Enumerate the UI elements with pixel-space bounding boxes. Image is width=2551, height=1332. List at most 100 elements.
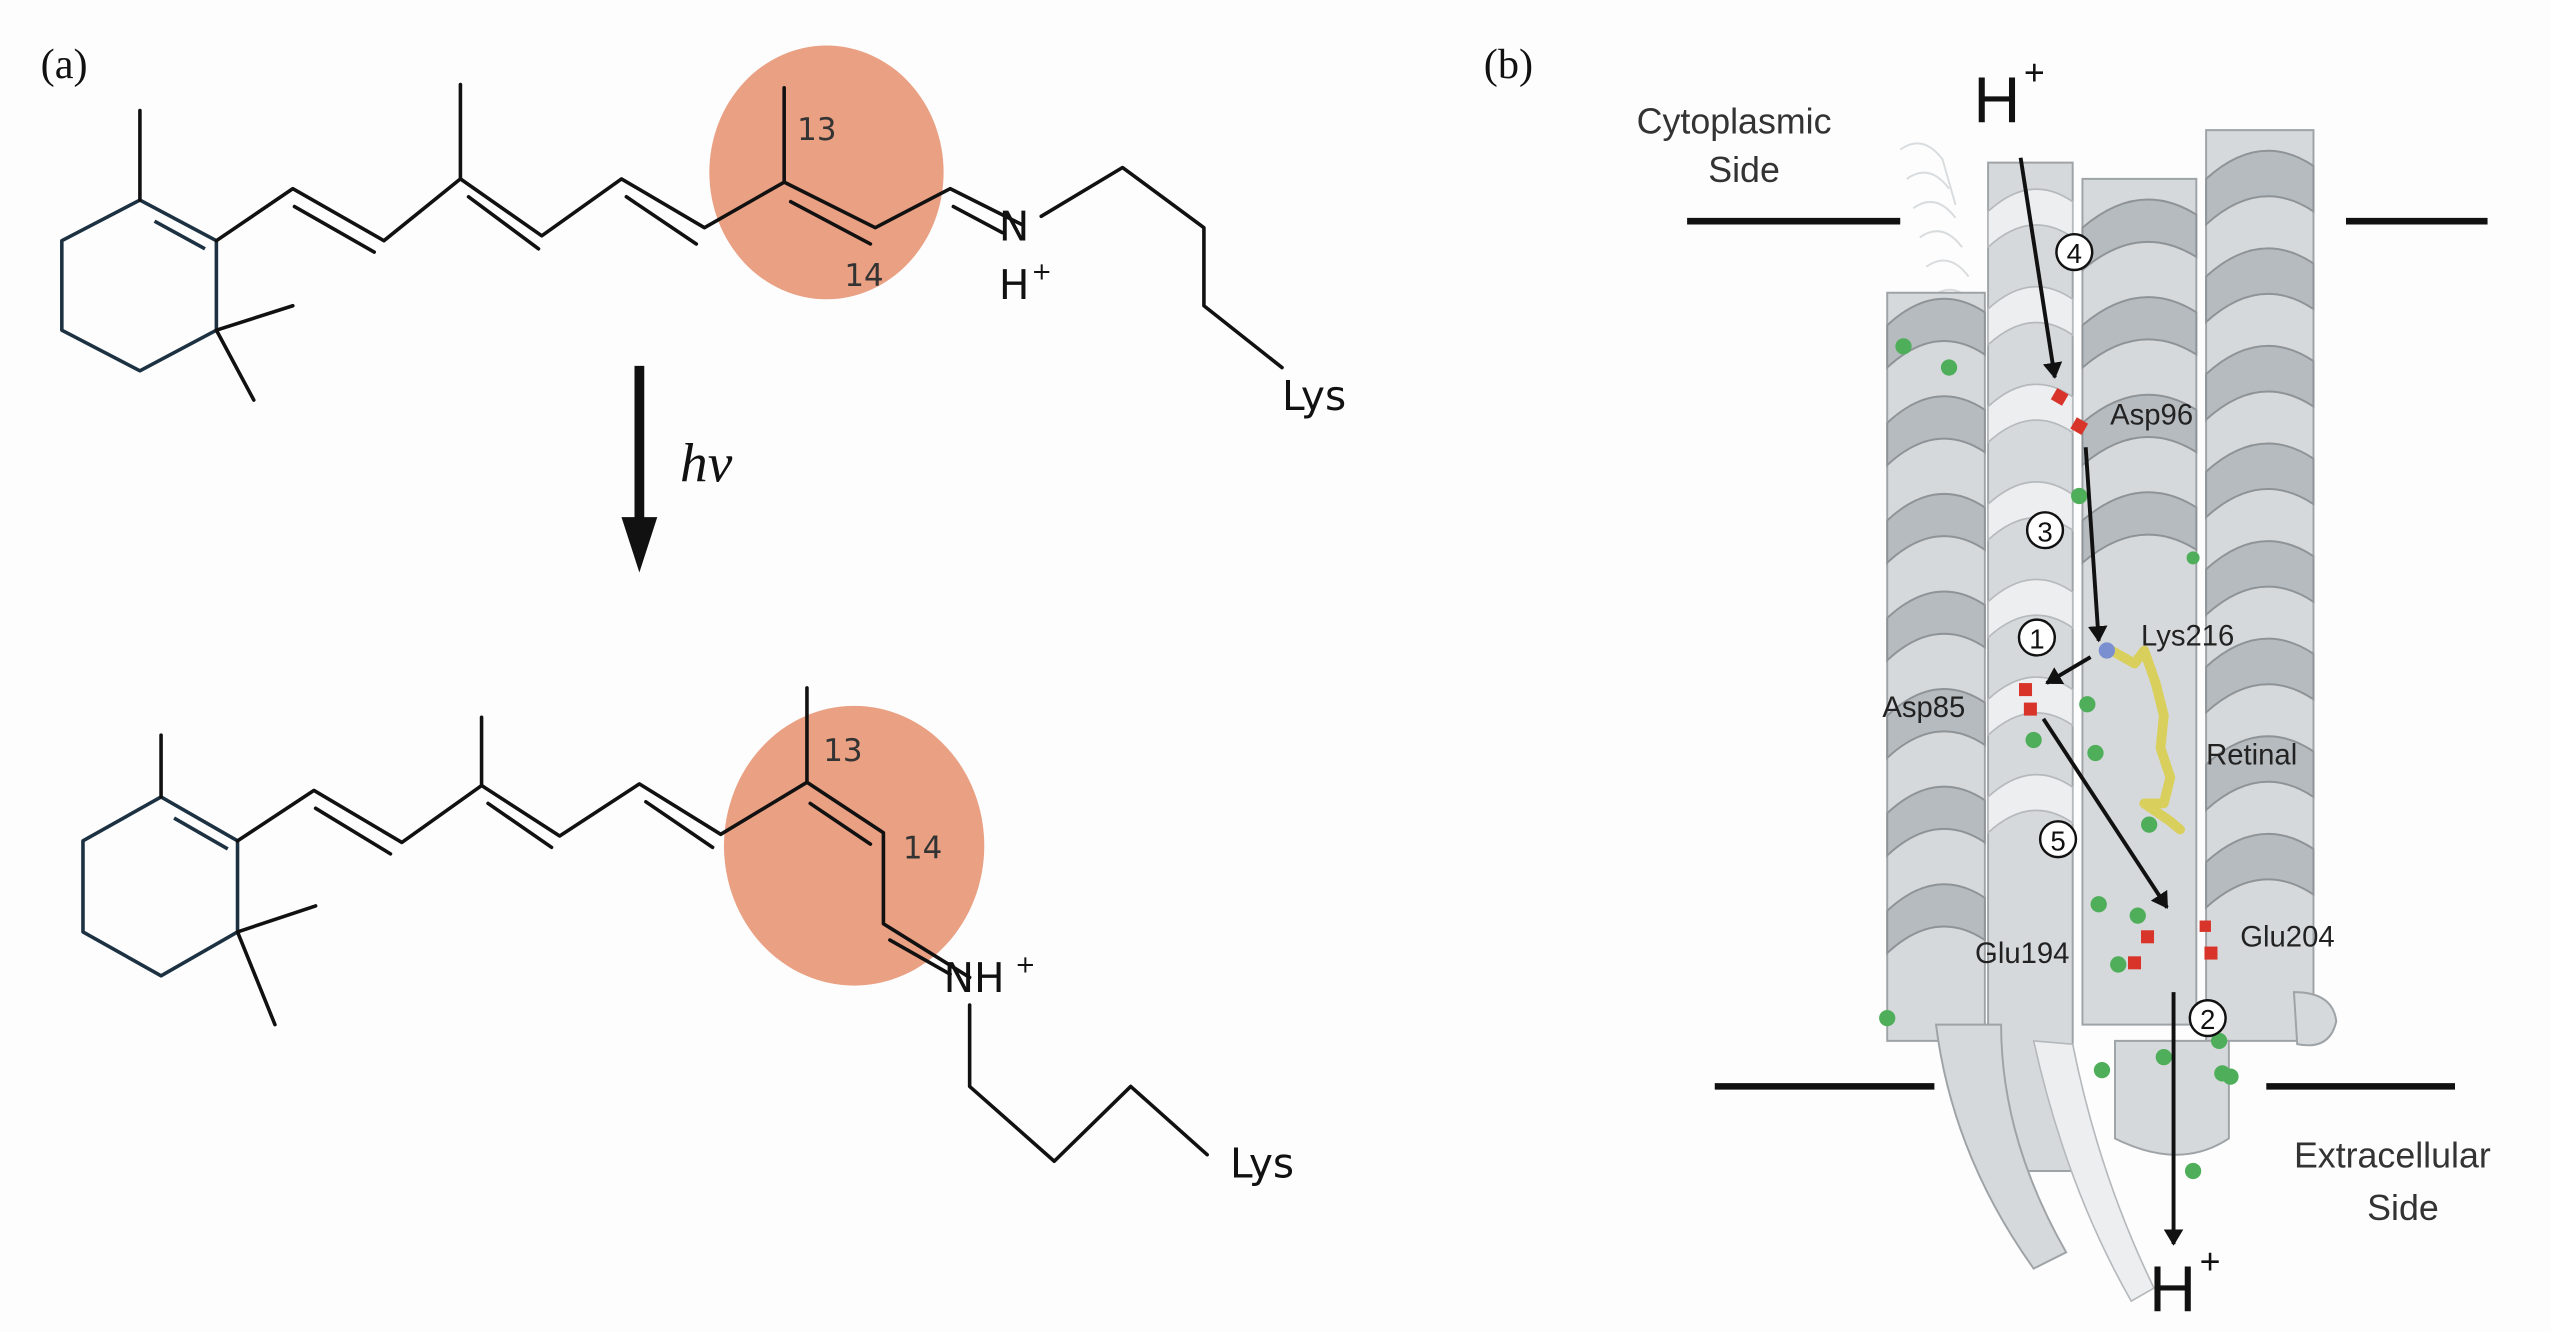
gem-methyl-1 [214,303,295,332]
glu204-label: Glu204 [2240,922,2334,954]
nitrogen-atom: N [999,203,1029,251]
water-icon [2087,744,2104,762]
proton-path-arrow-step4 [2018,157,2063,379]
light-reaction-arrow: hv [621,365,733,573]
step-marker-1: 1 [2017,618,2057,657]
water-icon [2155,1049,2172,1066]
water-icon [2071,487,2088,505]
polyene-chain-reactant [214,177,1024,243]
proton-in-label: H + [1973,53,2044,136]
double-bond-c13-c14 [808,801,873,846]
proton-path-arrow-step1 [2045,655,2092,685]
water-icon [2210,1032,2228,1050]
water-icon [2079,696,2096,713]
double-bond-c-n [888,938,952,976]
proton-out-label: H + [2149,1241,2220,1324]
retinal-label: Retinal [2206,739,2297,771]
svg-text:2: 2 [2200,1004,2215,1035]
water-molecules [1879,338,2239,1180]
water-icon [2025,731,2042,749]
step-marker-5: 5 [2038,820,2078,859]
bacteriorhodopsin-structure [1879,129,2338,1303]
lys-label-product: Lys [1230,1140,1294,1188]
asp96-side-chain [2050,387,2089,435]
double-bond-1 [292,204,376,254]
double-bond-2 [466,195,541,251]
arrow-head-icon [621,517,658,573]
svg-text:3: 3 [2037,516,2052,547]
hv-label: hv [680,432,733,493]
carbon-14-label: 14 [844,258,883,294]
double-bond-3 [644,800,715,850]
lys216-label: Lys216 [2141,621,2234,653]
reactant-molecule: 13 14 N H + Lys [60,45,1346,420]
step-marker-4: 4 [2055,232,2094,272]
glu194-side-chain [2128,930,2155,970]
retinal-chromophore [2106,645,2185,835]
water-icon [2186,551,2200,565]
highlight-c13-c14-reactant [709,45,944,300]
double-bond-c13-c14 [788,199,873,246]
svg-text:4: 4 [2067,238,2082,269]
proton-path-arrow-step5 [2041,717,2169,909]
water-icon [1940,359,1958,376]
gem-methyl-2 [235,930,277,1027]
helix-column-2 [1987,161,2074,1172]
water-icon [2093,1062,2111,1079]
water-icon [2129,907,2146,924]
nh-group: NH [944,954,1005,1002]
glu194-label: Glu194 [1975,938,2069,970]
svg-text:H: H [1973,63,2020,136]
lys-label-reactant: Lys [1282,372,1346,420]
product-molecule: 13 14 NH + Lys [81,686,1294,1188]
lysine-chain-reactant [1039,165,1284,370]
svg-text:+: + [2024,53,2045,93]
svg-text:H: H [2149,1252,2196,1325]
water-icon [2141,816,2158,833]
gem-methyl-2 [214,328,256,402]
helix-column-1 [1886,291,1986,1042]
double-bond-1 [313,806,393,856]
double-bond-c-n [951,204,1004,235]
ring-double-bond [173,816,229,851]
carbon-13-label: 13 [823,733,862,769]
carbon-13-label: 13 [797,112,836,148]
ring-double-bond [153,219,206,251]
step-marker-3: 3 [2025,511,2065,550]
hydrogen-atom: H [999,261,1030,309]
lysine-chain-product [967,1003,1209,1164]
schiff-base-nitrogen [2098,642,2115,659]
panel-a-label: (a) [41,41,88,88]
asp85-label: Asp85 [1882,692,1965,724]
water-icon [2184,1162,2202,1180]
beta-hairpin-extracellular [1934,991,2338,1303]
extracellular-side-label: Extracellular Side [2294,1136,2501,1228]
svg-text:5: 5 [2050,825,2065,856]
helix-column-3 [2081,177,2198,1026]
step-marker-2: 2 [2188,999,2227,1038]
panel-b: (b) Cytoplasmic Side Extracellular Side [1484,41,2501,1325]
cytoplasmic-side-label: Cytoplasmic Side [1637,101,1842,190]
helix-column-4 [2205,129,2315,1042]
asp85-side-chain [2018,683,2037,716]
panel-a: (a) 13 14 N H + Lys [41,41,1347,1187]
svg-text:+: + [2200,1241,2221,1281]
water-icon [2090,896,2107,913]
panel-b-label: (b) [1484,41,1533,88]
gem-methyl-1 [235,904,318,934]
asp96-label: Asp96 [2110,399,2193,431]
highlight-c13-c14-product [723,705,985,986]
glu204-side-chain [2199,920,2218,960]
double-bond-3 [624,195,699,246]
water-icon [2110,956,2127,973]
proton-path-arrow-step3 [2083,447,2108,643]
double-bond-2 [486,801,554,850]
polyene-chain-product [235,780,972,980]
positive-charge: + [1031,257,1051,286]
water-icon [1879,1009,1896,1027]
carbon-14-label: 14 [903,831,942,867]
water-icon [2222,1068,2239,1085]
water-icon [1895,338,1912,355]
positive-charge: + [1015,950,1035,979]
